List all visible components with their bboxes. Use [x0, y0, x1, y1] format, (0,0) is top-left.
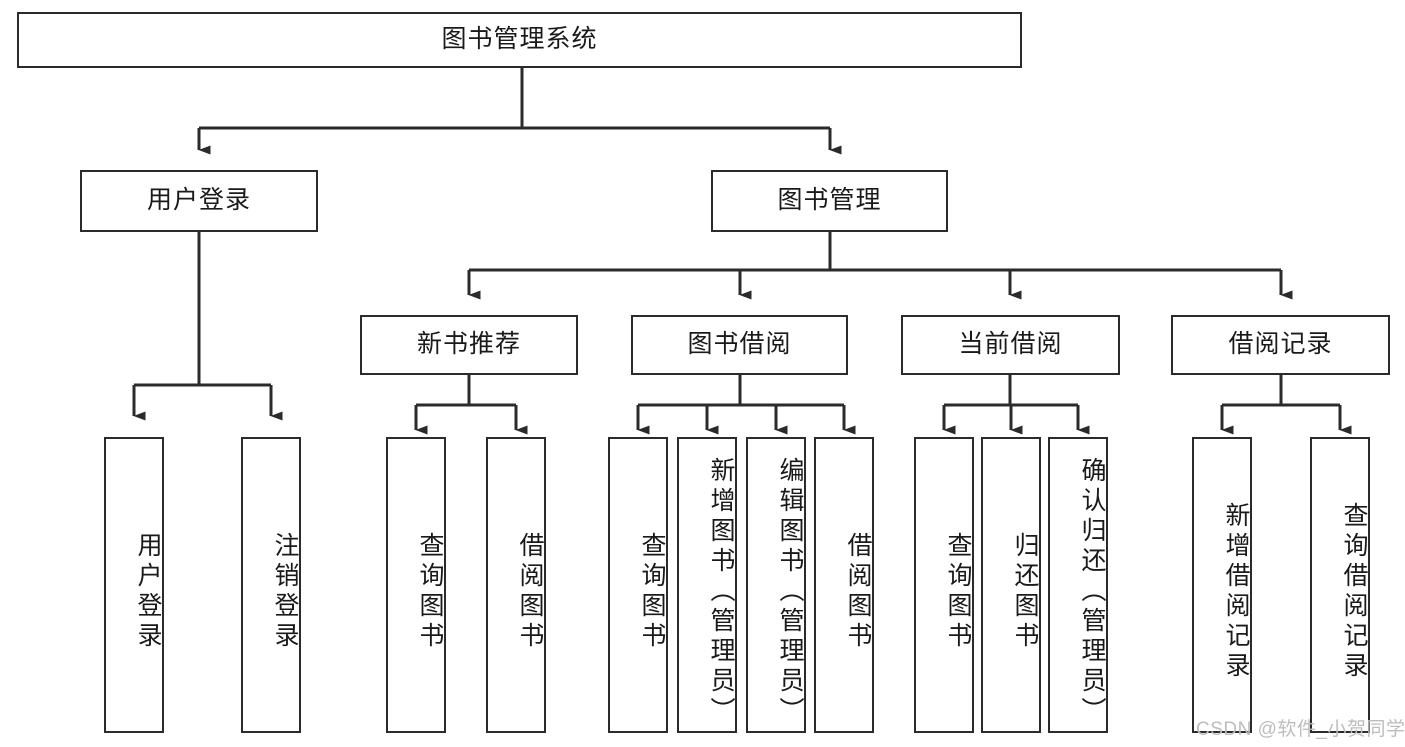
leaf-node-return-book[interactable]: 归还图书: [981, 437, 1041, 733]
node-book-borrow[interactable]: 图书借阅: [631, 315, 848, 375]
leaf-node-query-book-1[interactable]: 查询图书: [386, 437, 446, 733]
leaf-node-add-book[interactable]: 新增图书（管理员）: [677, 437, 737, 733]
edges-currentborrow-to-leaves: [942, 375, 1090, 435]
edges-newbook-to-leaves: [414, 375, 528, 435]
node-new-book-recommend[interactable]: 新书推荐: [360, 315, 578, 375]
csdn-watermark: CSDN @软件_小贺同学: [1196, 719, 1405, 740]
leaf-node-user-login[interactable]: 用户登录: [104, 437, 164, 733]
node-current-borrow[interactable]: 当前借阅: [901, 315, 1120, 375]
leaf-node-query-book-3[interactable]: 查询图书: [914, 437, 974, 733]
node-user-login[interactable]: 用户登录: [80, 170, 318, 232]
leaf-node-confirm-return[interactable]: 确认归还（管理员）: [1048, 437, 1108, 733]
leaf-node-edit-book[interactable]: 编辑图书（管理员）: [746, 437, 806, 733]
leaf-node-query-book-2[interactable]: 查询图书: [608, 437, 668, 733]
leaf-node-query-record[interactable]: 查询借阅记录: [1310, 437, 1370, 733]
edges-bookmgmt-to-level3: [467, 232, 1293, 300]
leaf-node-user-logout[interactable]: 注销登录: [241, 437, 301, 733]
node-book-management[interactable]: 图书管理: [711, 170, 948, 232]
leaf-node-borrow-book-1[interactable]: 借阅图书: [486, 437, 546, 733]
edges-borrowrecord-to-leaves: [1220, 375, 1352, 435]
edges-root-to-level2: [197, 68, 842, 155]
edges-userlogin-to-leaves: [132, 232, 283, 421]
node-root-system[interactable]: 图书管理系统: [17, 12, 1022, 68]
leaf-node-add-record[interactable]: 新增借阅记录: [1192, 437, 1252, 733]
edges-bookborrow-to-leaves: [636, 375, 856, 435]
leaf-node-borrow-book-2[interactable]: 借阅图书: [814, 437, 874, 733]
node-borrow-record[interactable]: 借阅记录: [1171, 315, 1390, 375]
